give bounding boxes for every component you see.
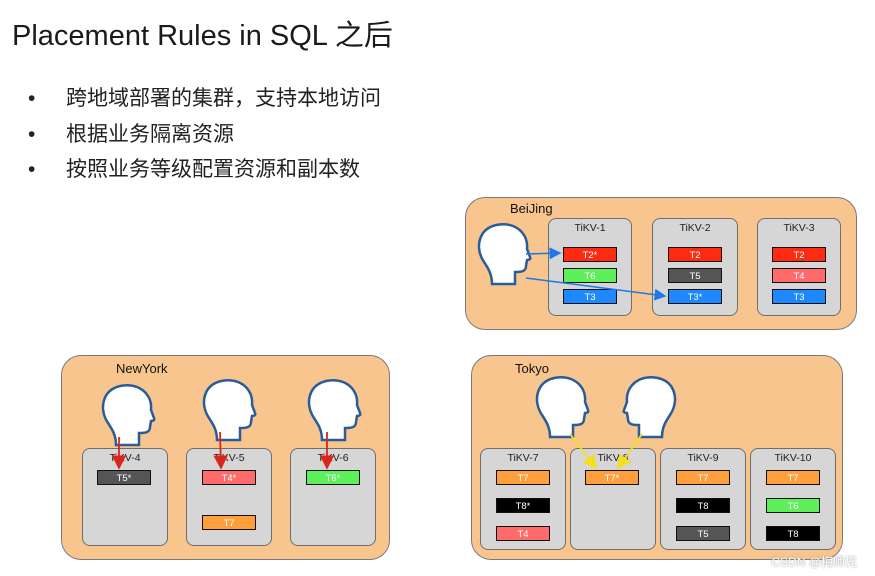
region-replica: T2 bbox=[668, 247, 722, 262]
region-replica: T7 bbox=[766, 470, 820, 485]
tikv-node-label: TiKV-9 bbox=[687, 452, 719, 464]
tikv-node-7: TiKV-7 T7 T8* T4 bbox=[480, 448, 566, 550]
region-replica: T3 bbox=[563, 289, 617, 304]
region-replica: T6* bbox=[306, 470, 360, 485]
user-head-icon bbox=[202, 379, 257, 442]
watermark: CSDN @梅师兄 bbox=[771, 555, 857, 569]
region-replica: T5 bbox=[676, 526, 730, 541]
tikv-node-3: TiKV-3 T2 T4 T3 bbox=[757, 218, 841, 316]
user-head-icon bbox=[307, 379, 362, 442]
bullet-item: •跨地域部署的集群，支持本地访问 bbox=[28, 87, 381, 110]
user-head-icon bbox=[535, 376, 590, 439]
tikv-node-label: TiKV-2 bbox=[679, 222, 711, 234]
tikv-node-label: TiKV-1 bbox=[574, 222, 606, 234]
tikv-node-label: TiKV-10 bbox=[774, 452, 812, 464]
region-replica: T3 bbox=[772, 289, 826, 304]
region-replica: T8 bbox=[676, 498, 730, 513]
tikv-node-6: TiKV-6 T6* bbox=[290, 448, 376, 546]
region-replica: T7 bbox=[496, 470, 550, 485]
tikv-node-label: TiKV-7 bbox=[507, 452, 539, 464]
user-head-icon bbox=[622, 376, 677, 439]
region-replica: T3* bbox=[668, 289, 722, 304]
region-label-newyork: NewYork bbox=[116, 361, 168, 376]
region-replica: T4 bbox=[496, 526, 550, 541]
region-replica: T8* bbox=[496, 498, 550, 513]
region-replica: T8 bbox=[766, 526, 820, 541]
user-head-icon bbox=[477, 223, 532, 286]
tikv-node-label: TiKV-6 bbox=[317, 452, 349, 464]
region-replica: T6 bbox=[766, 498, 820, 513]
region-label-beijing: BeiJing bbox=[510, 201, 553, 216]
page-title: Placement Rules in SQL 之后 bbox=[12, 20, 393, 52]
region-replica: T7* bbox=[585, 470, 639, 485]
tikv-node-5: TiKV-5 T4* T7 bbox=[186, 448, 272, 546]
tikv-node-label: TiKV-3 bbox=[783, 222, 815, 234]
user-head-icon bbox=[101, 384, 156, 447]
region-replica: T2 bbox=[772, 247, 826, 262]
region-replica: T4 bbox=[772, 268, 826, 283]
region-replica: T7 bbox=[202, 515, 256, 530]
region-replica: T4* bbox=[202, 470, 256, 485]
tikv-node-9: TiKV-9 T7 T8 T5 bbox=[660, 448, 746, 550]
tikv-node-4: TiKV-4 T5* bbox=[82, 448, 168, 546]
region-replica: T7 bbox=[676, 470, 730, 485]
region-replica: T5* bbox=[97, 470, 151, 485]
tikv-node-label: TiKV-5 bbox=[213, 452, 245, 464]
region-label-tokyo: Tokyo bbox=[515, 361, 549, 376]
tikv-node-label: TiKV-4 bbox=[109, 452, 141, 464]
bullet-item: •根据业务隔离资源 bbox=[28, 123, 234, 146]
tikv-node-2: TiKV-2 T2 T5 T3* bbox=[652, 218, 738, 316]
region-replica: T5 bbox=[668, 268, 722, 283]
tikv-node-1: TiKV-1 T2* T6 T3 bbox=[548, 218, 632, 316]
tikv-node-10: TiKV-10 T7 T6 T8 bbox=[750, 448, 836, 550]
tikv-node-label: TiKV-8 bbox=[597, 452, 629, 464]
tikv-node-8: TiKV-8 T7* bbox=[570, 448, 656, 550]
bullet-item: •按照业务等级配置资源和副本数 bbox=[28, 158, 360, 181]
region-replica: T2* bbox=[563, 247, 617, 262]
region-replica: T6 bbox=[563, 268, 617, 283]
